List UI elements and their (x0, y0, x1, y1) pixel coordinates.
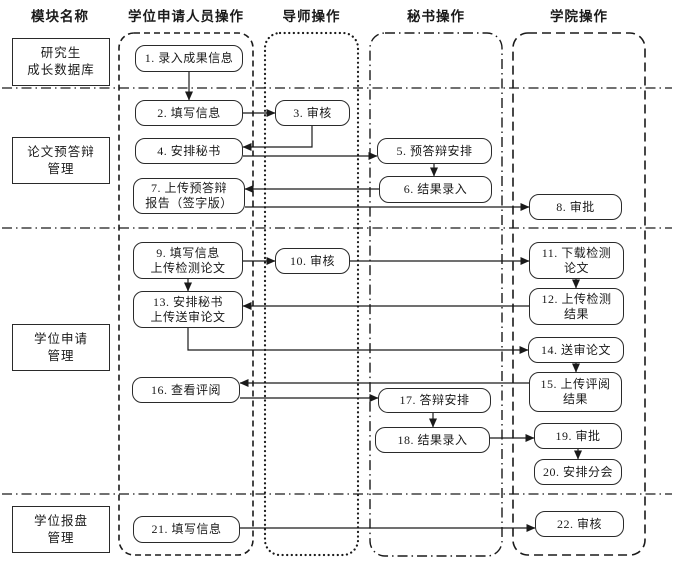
edge-3-4 (242, 126, 313, 151)
flow-step-19: 19. 审批 (534, 423, 622, 449)
flow-step-13: 13. 安排秘书 上传送审论文 (133, 291, 243, 328)
flow-step-4: 4. 安排秘书 (135, 138, 243, 164)
flow-step-5: 5. 预答辩安排 (377, 138, 492, 164)
column-header-module-name: 模块名称 (31, 9, 89, 24)
flow-step-22: 22. 审核 (535, 511, 624, 537)
module-box-degree-apply-mgmt: 学位申请 管理 (12, 324, 110, 371)
flow-step-18: 18. 结果录入 (375, 427, 490, 453)
lane-border-college (512, 32, 646, 556)
flow-step-20: 20. 安排分会 (534, 459, 622, 485)
edge-13-14 (187, 328, 529, 354)
flow-step-2: 2. 填写信息 (135, 100, 243, 126)
flow-step-12: 12. 上传检测 结果 (529, 288, 624, 325)
flow-step-6: 6. 结果录入 (379, 176, 492, 203)
lane-border-applicant (118, 32, 254, 556)
flow-step-16: 16. 查看评阅 (132, 377, 240, 403)
flow-step-8: 8. 审批 (529, 194, 622, 220)
flow-step-17: 17. 答辩安排 (378, 388, 491, 413)
flow-step-15: 15. 上传评阅 结果 (529, 372, 622, 412)
lane-border-advisor (263, 31, 360, 557)
module-box-growth-database: 研究生 成长数据库 (12, 38, 110, 86)
flow-step-14: 14. 送审论文 (528, 337, 624, 363)
lane-border-secretary (369, 32, 503, 557)
flow-step-1: 1. 录入成果信息 (135, 45, 243, 72)
flow-step-9: 9. 填写信息 上传检测论文 (133, 242, 243, 279)
column-header-secretary-ops: 秘书操作 (407, 9, 465, 24)
column-header-applicant-ops: 学位申请人员操作 (128, 9, 244, 24)
column-header-advisor-ops: 导师操作 (282, 9, 341, 24)
module-box-predefense-mgmt: 论文预答辩 管理 (12, 137, 110, 184)
flow-step-21: 21. 填写信息 (133, 516, 240, 543)
flow-step-3: 3. 审核 (275, 100, 350, 126)
flow-step-10: 10. 审核 (275, 248, 350, 274)
flow-step-11: 11. 下载检测 论文 (529, 242, 624, 279)
flow-step-7: 7. 上传预答辩 报告（签字版） (133, 178, 245, 214)
module-box-degree-report-mgmt: 学位报盘 管理 (12, 506, 110, 553)
column-header-college-ops: 学院操作 (550, 9, 608, 24)
